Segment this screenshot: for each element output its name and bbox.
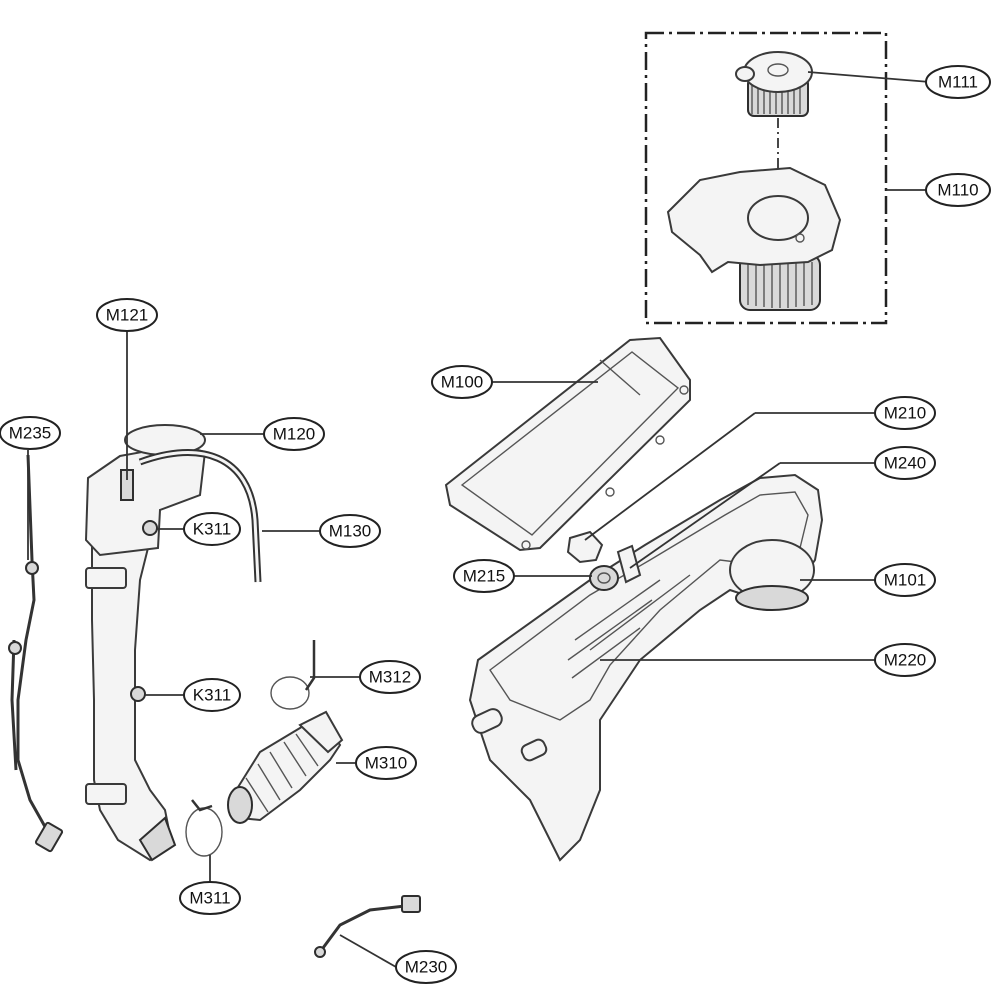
svg-text:M240: M240 [884, 454, 927, 473]
blower-motor-part [735, 51, 813, 117]
svg-text:M130: M130 [329, 522, 372, 541]
label-m310: M310 [355, 746, 417, 780]
label-m130: M130 [319, 514, 381, 548]
label-m111: M111 [925, 65, 991, 99]
svg-text:M210: M210 [884, 404, 927, 423]
svg-text:M235: M235 [9, 424, 52, 443]
svg-text:M101: M101 [884, 571, 927, 590]
svg-text:M310: M310 [365, 754, 408, 773]
svg-text:M110: M110 [937, 181, 978, 200]
label-m100: M100 [431, 365, 493, 399]
leader-lines [27, 71, 931, 968]
svg-text:M215: M215 [463, 567, 506, 586]
vertical-duct-part [84, 424, 207, 862]
svg-text:K311: K311 [193, 520, 231, 539]
small-clamp-part [270, 676, 310, 710]
fan-kit-boundary [644, 31, 888, 325]
label-m120: M120 [263, 417, 325, 451]
svg-text:M111: M111 [938, 73, 978, 92]
large-clamp-part [185, 807, 223, 857]
label-m101: M101 [874, 563, 936, 597]
sensor-wire-part [314, 895, 421, 958]
label-m110: M110 [925, 173, 991, 207]
label-m240: M240 [874, 446, 936, 480]
svg-text:M120: M120 [273, 425, 316, 444]
svg-text:M312: M312 [369, 668, 412, 687]
label-k311-lower: K311 [183, 678, 241, 712]
svg-text:K311: K311 [193, 686, 231, 705]
svg-text:M100: M100 [441, 373, 484, 392]
clamp-screw [304, 640, 316, 691]
wire-harness-part [8, 454, 64, 853]
label-m230: M230 [395, 950, 457, 984]
hose-inner [139, 451, 260, 583]
label-m220: M220 [874, 643, 936, 677]
duct-cover-part [444, 336, 691, 552]
svg-text:M230: M230 [405, 958, 448, 977]
label-m311: M311 [179, 881, 241, 915]
label-m121: M121 [96, 298, 158, 332]
thermostat-part [566, 530, 642, 591]
svg-text:M220: M220 [884, 651, 927, 670]
label-k311-upper: K311 [183, 512, 241, 546]
large-clamp-screw [191, 799, 213, 812]
fan-housing-part [666, 166, 842, 311]
svg-text:M311: M311 [189, 889, 230, 908]
bellows-hose-part [227, 710, 344, 824]
svg-text:M121: M121 [106, 306, 149, 325]
label-m210: M210 [874, 396, 936, 430]
label-m235: M235 [0, 416, 61, 450]
label-m312: M312 [359, 660, 421, 694]
label-m215: M215 [453, 559, 515, 593]
lower-duct-part [468, 473, 824, 862]
